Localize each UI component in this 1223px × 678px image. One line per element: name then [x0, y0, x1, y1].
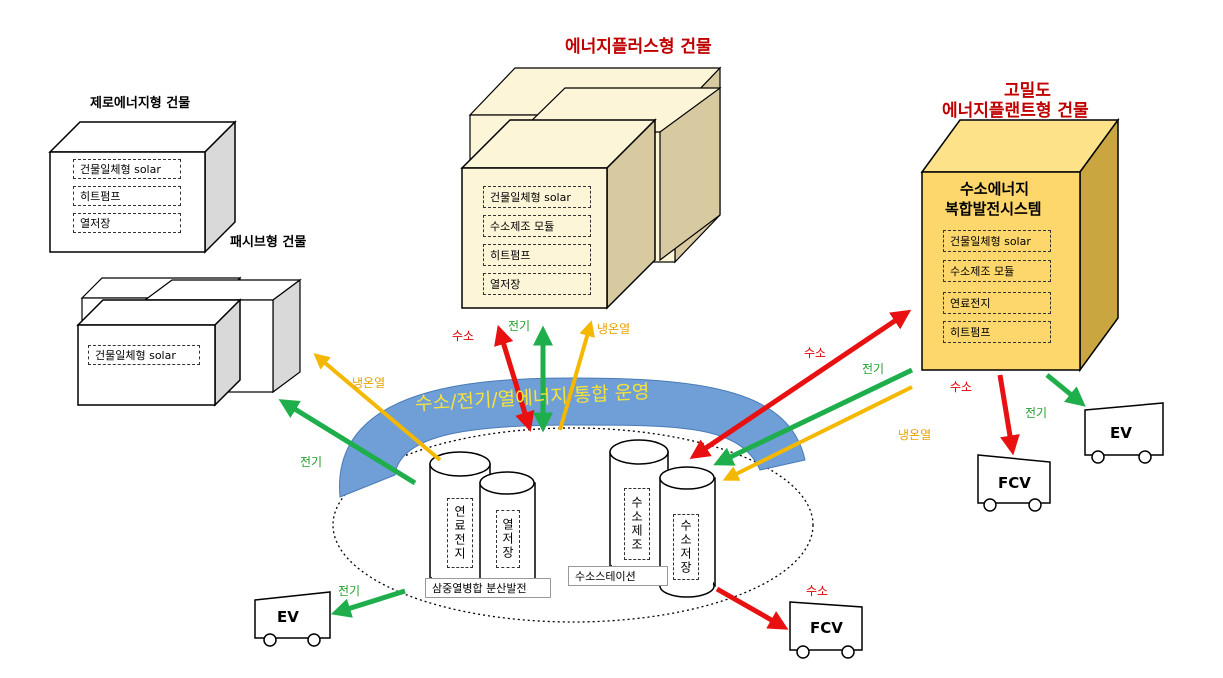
heat-storage-label: 열저장	[496, 510, 520, 568]
zero-item-solar: 건물일체형 solar	[73, 159, 181, 179]
flow-label-electricity-passive: 전기	[300, 455, 323, 469]
plant-item-heatpump: 히트펌프	[943, 321, 1051, 343]
plant-item-solar: 건물일체형 solar	[943, 230, 1051, 252]
passive-item-solar: 건물일체형 solar	[88, 345, 200, 365]
plant-item-fuel-cell: 연료전지	[943, 292, 1051, 314]
passive-building-title: 패시브형 건물	[230, 235, 307, 250]
arrow-heat-passive	[313, 353, 442, 462]
flow-arrows	[278, 309, 1086, 630]
arrow-electricity-plant	[713, 367, 914, 466]
fcv-label-bottom: FCV	[810, 619, 843, 637]
flow-label-hydrogen-plant-fcv: 수소	[950, 380, 973, 394]
ev-vehicle-left	[254, 591, 331, 647]
plus-building-title: 에너지플러스형 건물	[565, 37, 712, 57]
arrow-electricity-passive	[278, 399, 417, 486]
fuel-cell-label: 연료전지	[447, 498, 473, 568]
zero-item-heatpump: 히트펌프	[73, 186, 181, 206]
flow-label-hydrogen-fcv-bottom: 수소	[806, 584, 829, 598]
arrow-hydrogen-plant	[689, 309, 912, 459]
plant-system-title-line1: 수소에너지	[960, 180, 1030, 198]
ev-vehicle-right	[1084, 402, 1164, 464]
plus-item-heatpump: 히트펌프	[483, 244, 591, 266]
ev-label-left: EV	[277, 608, 299, 626]
plant-building-title-line1: 고밀도	[1004, 81, 1051, 101]
arrow-hydrogen-fcv-right	[997, 374, 1020, 456]
energy-plant-building	[920, 117, 1120, 373]
zero-building-title: 제로에너지형 건물	[90, 96, 191, 111]
arrow-heat-plus	[558, 320, 595, 431]
fcv-label-right: FCV	[998, 474, 1031, 492]
flow-label-electricity-plant-ev: 전기	[1025, 406, 1048, 420]
fcv-vehicle-right	[977, 454, 1051, 512]
flow-label-electricity-plus: 전기	[508, 319, 531, 333]
flow-label-hydrogen-plus: 수소	[452, 329, 475, 343]
arrow-electricity-ev-right	[1045, 373, 1086, 407]
flow-label-heat-passive: 냉온열	[352, 376, 386, 390]
h2-station-label: 수소스테이션	[568, 566, 668, 586]
plus-item-heat-storage: 열저장	[483, 273, 591, 295]
h2-storage-label: 수소저장	[673, 514, 699, 580]
arrow-hydrogen-fcv-bottom	[715, 586, 789, 630]
arrow-electricity-ev-left	[330, 588, 406, 618]
plant-item-h2-module: 수소제조 모듈	[943, 260, 1051, 282]
energy-plus-building	[460, 66, 722, 310]
arrow-hydrogen-plus	[494, 324, 535, 432]
passive-building	[76, 276, 302, 407]
zero-item-heat-storage: 열저장	[73, 213, 181, 233]
flow-label-electricity-plant: 전기	[862, 362, 885, 376]
plus-item-solar: 건물일체형 solar	[483, 186, 591, 208]
zero-energy-building	[48, 120, 237, 254]
ev-label-right: EV	[1110, 424, 1132, 442]
plant-building-title-line2: 에너지플랜트형 건물	[942, 101, 1089, 121]
chp-label: 삼중열병합 분산발전	[425, 578, 551, 598]
fcv-vehicle-bottom	[789, 601, 863, 659]
flow-label-hydrogen-plant: 수소	[804, 346, 827, 360]
plant-system-title-line2: 복합발전시스템	[945, 200, 1042, 218]
arrow-heat-plant	[722, 385, 913, 481]
flow-label-heat-plant: 냉온열	[898, 428, 932, 442]
site-boundary	[332, 427, 814, 623]
plus-item-h2-module: 수소제조 모듈	[483, 215, 591, 237]
flow-label-electricity-ev-left: 전기	[338, 584, 361, 598]
flow-label-heat-plus: 냉온열	[597, 322, 631, 336]
h2-production-label: 수소제조	[624, 488, 650, 560]
